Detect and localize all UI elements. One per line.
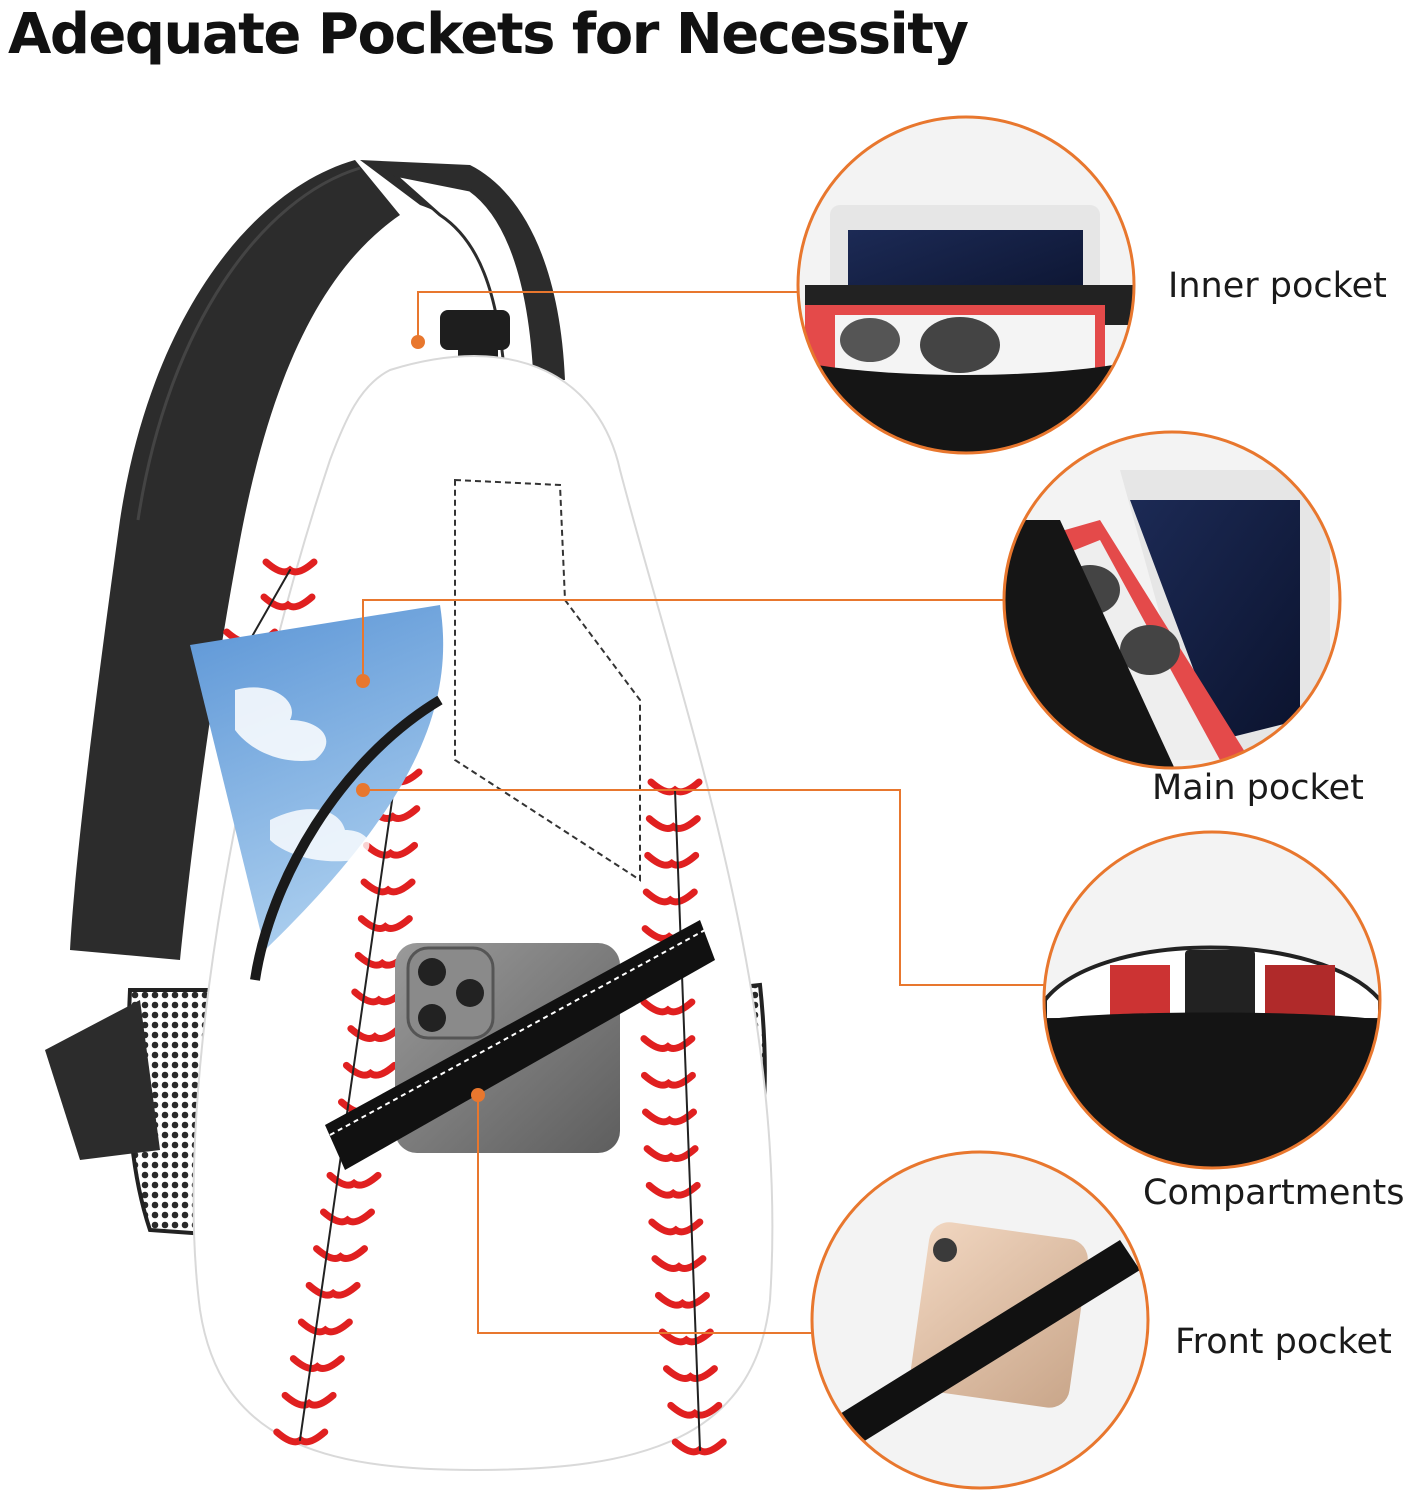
front-pocket-zipper [325,920,715,1170]
front-pocket-detail [810,1150,1150,1490]
callout-label-inner-pocket: Inner pocket [1168,266,1387,306]
inner-pocket-detail [796,115,1136,455]
compartments-detail [1042,830,1382,1170]
notebook-in-main-pocket [190,605,444,950]
callout-leader-lines [362,291,1045,1334]
callout-dots [356,335,485,1102]
main-pocket-detail [1002,430,1342,770]
shoulder-strap [70,160,400,960]
callout-label-front-pocket: Front pocket [1175,1322,1392,1362]
callout-label-main-pocket: Main pocket [1152,768,1364,808]
headline: Adequate Pockets for Necessity [8,2,969,67]
callout-label-compartments: Compartments [1143,1173,1405,1213]
